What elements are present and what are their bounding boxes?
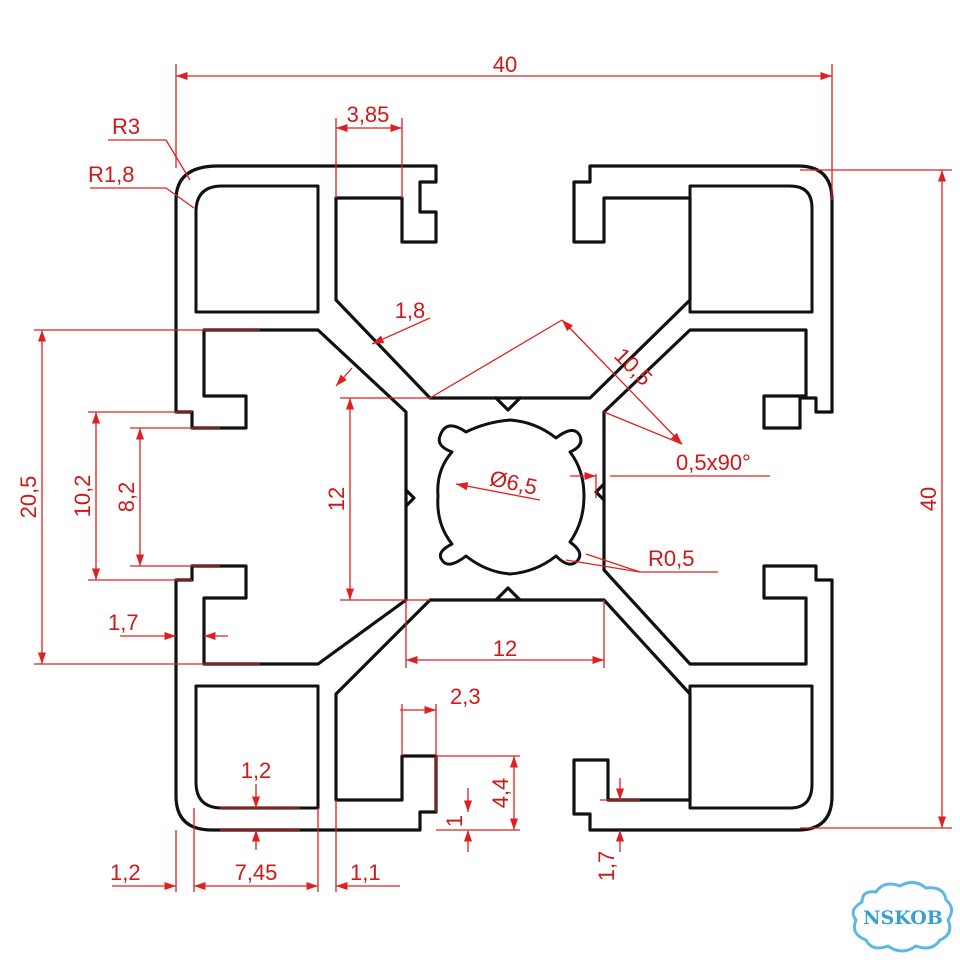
dim-corner-radius-inner: R1,8 [88, 162, 134, 187]
dim-bore-diameter: Ø6,5 [488, 465, 540, 499]
central-bore [436, 418, 586, 576]
dim-left-wall: 1,7 [108, 610, 139, 635]
logo-text: NSKOB [863, 907, 943, 929]
dim-core-height: 12 [324, 487, 349, 511]
dim-slot-depth: 4,4 [488, 778, 513, 809]
dim-slot-top-width: 3,85 [347, 102, 390, 127]
dim-pocket-width: 7,45 [235, 860, 278, 885]
dim-chamfer: 0,5x90° [676, 450, 751, 475]
dim-corner-radius-outer: R3 [112, 114, 140, 139]
dim-lip-thickness: 1,2 [241, 758, 272, 783]
dim-web-1: 1,1 [350, 860, 381, 885]
profile-outline [174, 164, 834, 832]
dim-left-span: 20,5 [16, 476, 41, 519]
dimension-lines [34, 64, 952, 892]
dim-bottom-right-wall: 1,7 [594, 851, 619, 882]
corner-pockets [194, 184, 814, 810]
brand-logo: NSKOB [851, 881, 953, 953]
dim-core-width: 12 [493, 636, 517, 661]
dim-slot-opening-outer: 10,2 [70, 475, 95, 518]
dimension-labels: 40 40 R3 R1,8 3,85 1,8 10,5 0,5x90° Ø6,5… [16, 52, 941, 885]
dim-lip-step: 1 [442, 815, 467, 827]
dim-overall-width: 40 [493, 52, 517, 77]
dim-web-thickness: 1,8 [395, 298, 426, 323]
dim-diagonal: 10,5 [609, 343, 657, 391]
dim-slot-opening-inner: 8,2 [114, 482, 139, 513]
dim-overall-height: 40 [916, 487, 941, 511]
dim-bottom-wall: 1,2 [110, 860, 141, 885]
dim-bore-radius: R0,5 [648, 546, 694, 571]
dim-lip-width: 2,3 [450, 684, 481, 709]
